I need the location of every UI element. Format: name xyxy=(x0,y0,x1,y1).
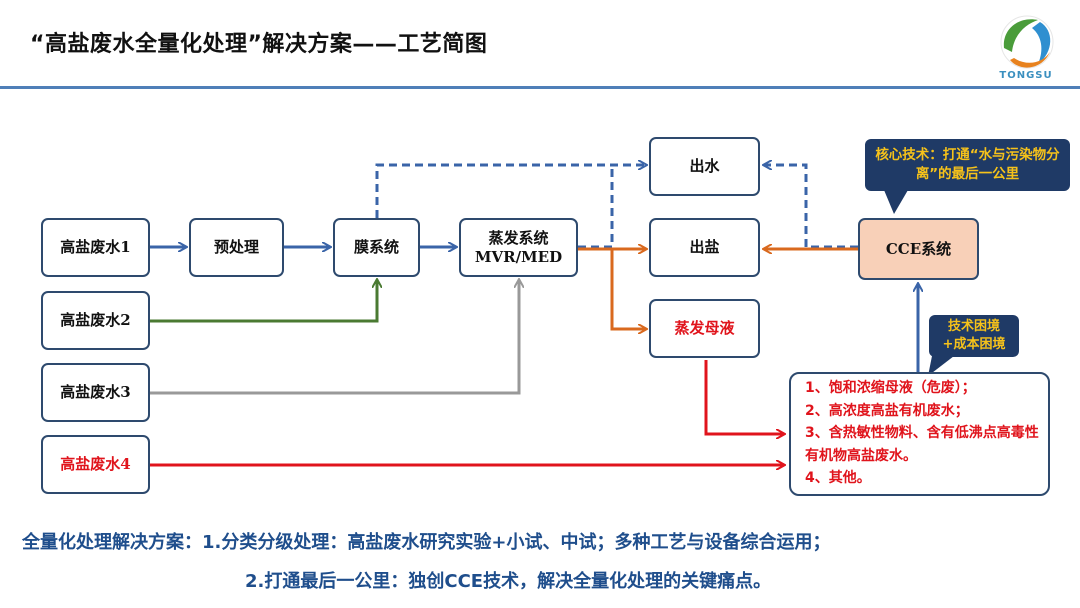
difficulty-callout: 技术困境+成本困境 xyxy=(929,315,1019,357)
arrow-evap-motherliquor xyxy=(610,249,646,329)
node-water3: 高盐废水3 xyxy=(41,363,150,422)
solution-line-2: 2.打通最后一公里：独创CCE技术，解决全量化处理的关键痛点。 xyxy=(245,571,772,592)
node-membrane: 膜系统 xyxy=(333,218,420,277)
arrow-motherliquor-issues xyxy=(704,360,784,434)
node-water1: 高盐废水1 xyxy=(41,218,150,277)
arrow-cce-waterout xyxy=(764,165,858,249)
issue-item: 2、高浓度高盐有机废水； xyxy=(805,402,969,419)
node-water-out: 出水 xyxy=(649,137,760,196)
node-evaporation: 蒸发系统 MVR/MED xyxy=(459,218,578,277)
issue-item: 1、饱和浓缩母液（危废）； xyxy=(805,380,976,396)
difficulty-callout-tail xyxy=(928,356,954,376)
node-cce: CCE系统 xyxy=(858,218,979,280)
node-water2: 高盐废水2 xyxy=(41,291,150,350)
arrow-evap-waterout xyxy=(578,165,614,249)
node-pretreat: 预处理 xyxy=(189,218,284,277)
arrow-membrane-waterout xyxy=(375,165,646,218)
evaporation-sublabel: MVR/MED xyxy=(474,247,563,266)
node-mother-liquor: 蒸发母液 xyxy=(649,299,760,358)
core-tech-callout: 核心技术：打通“水与污染物分离”的最后一公里 xyxy=(865,139,1070,191)
tongsu-logo-icon xyxy=(1000,15,1054,69)
issue-item: 4、其他。 xyxy=(805,470,871,486)
node-water4: 高盐废水4 xyxy=(41,435,150,494)
evaporation-label: 蒸发系统 xyxy=(488,228,549,247)
issue-item: 3、含热敏性物料、含有低沸点高毒性有机物高盐废水。 xyxy=(805,425,1039,464)
logo-text: TONGSU xyxy=(999,70,1053,81)
title-divider xyxy=(0,86,1080,89)
issues-list: 1、饱和浓缩母液（危废）； 2、高浓度高盐有机废水； 3、含热敏性物料、含有低沸… xyxy=(789,372,1050,496)
solution-line-1: 全量化处理解决方案：1.分类分级处理：高盐废水研究实验+小试、中试；多种工艺与设… xyxy=(22,532,831,553)
arrow-water2-membrane xyxy=(150,280,377,323)
arrow-water3-evap xyxy=(150,280,519,395)
node-salt-out: 出盐 xyxy=(649,218,760,277)
page-title: “高盐废水全量化处理”解决方案——工艺简图 xyxy=(30,32,488,57)
core-callout-tail xyxy=(884,190,908,214)
